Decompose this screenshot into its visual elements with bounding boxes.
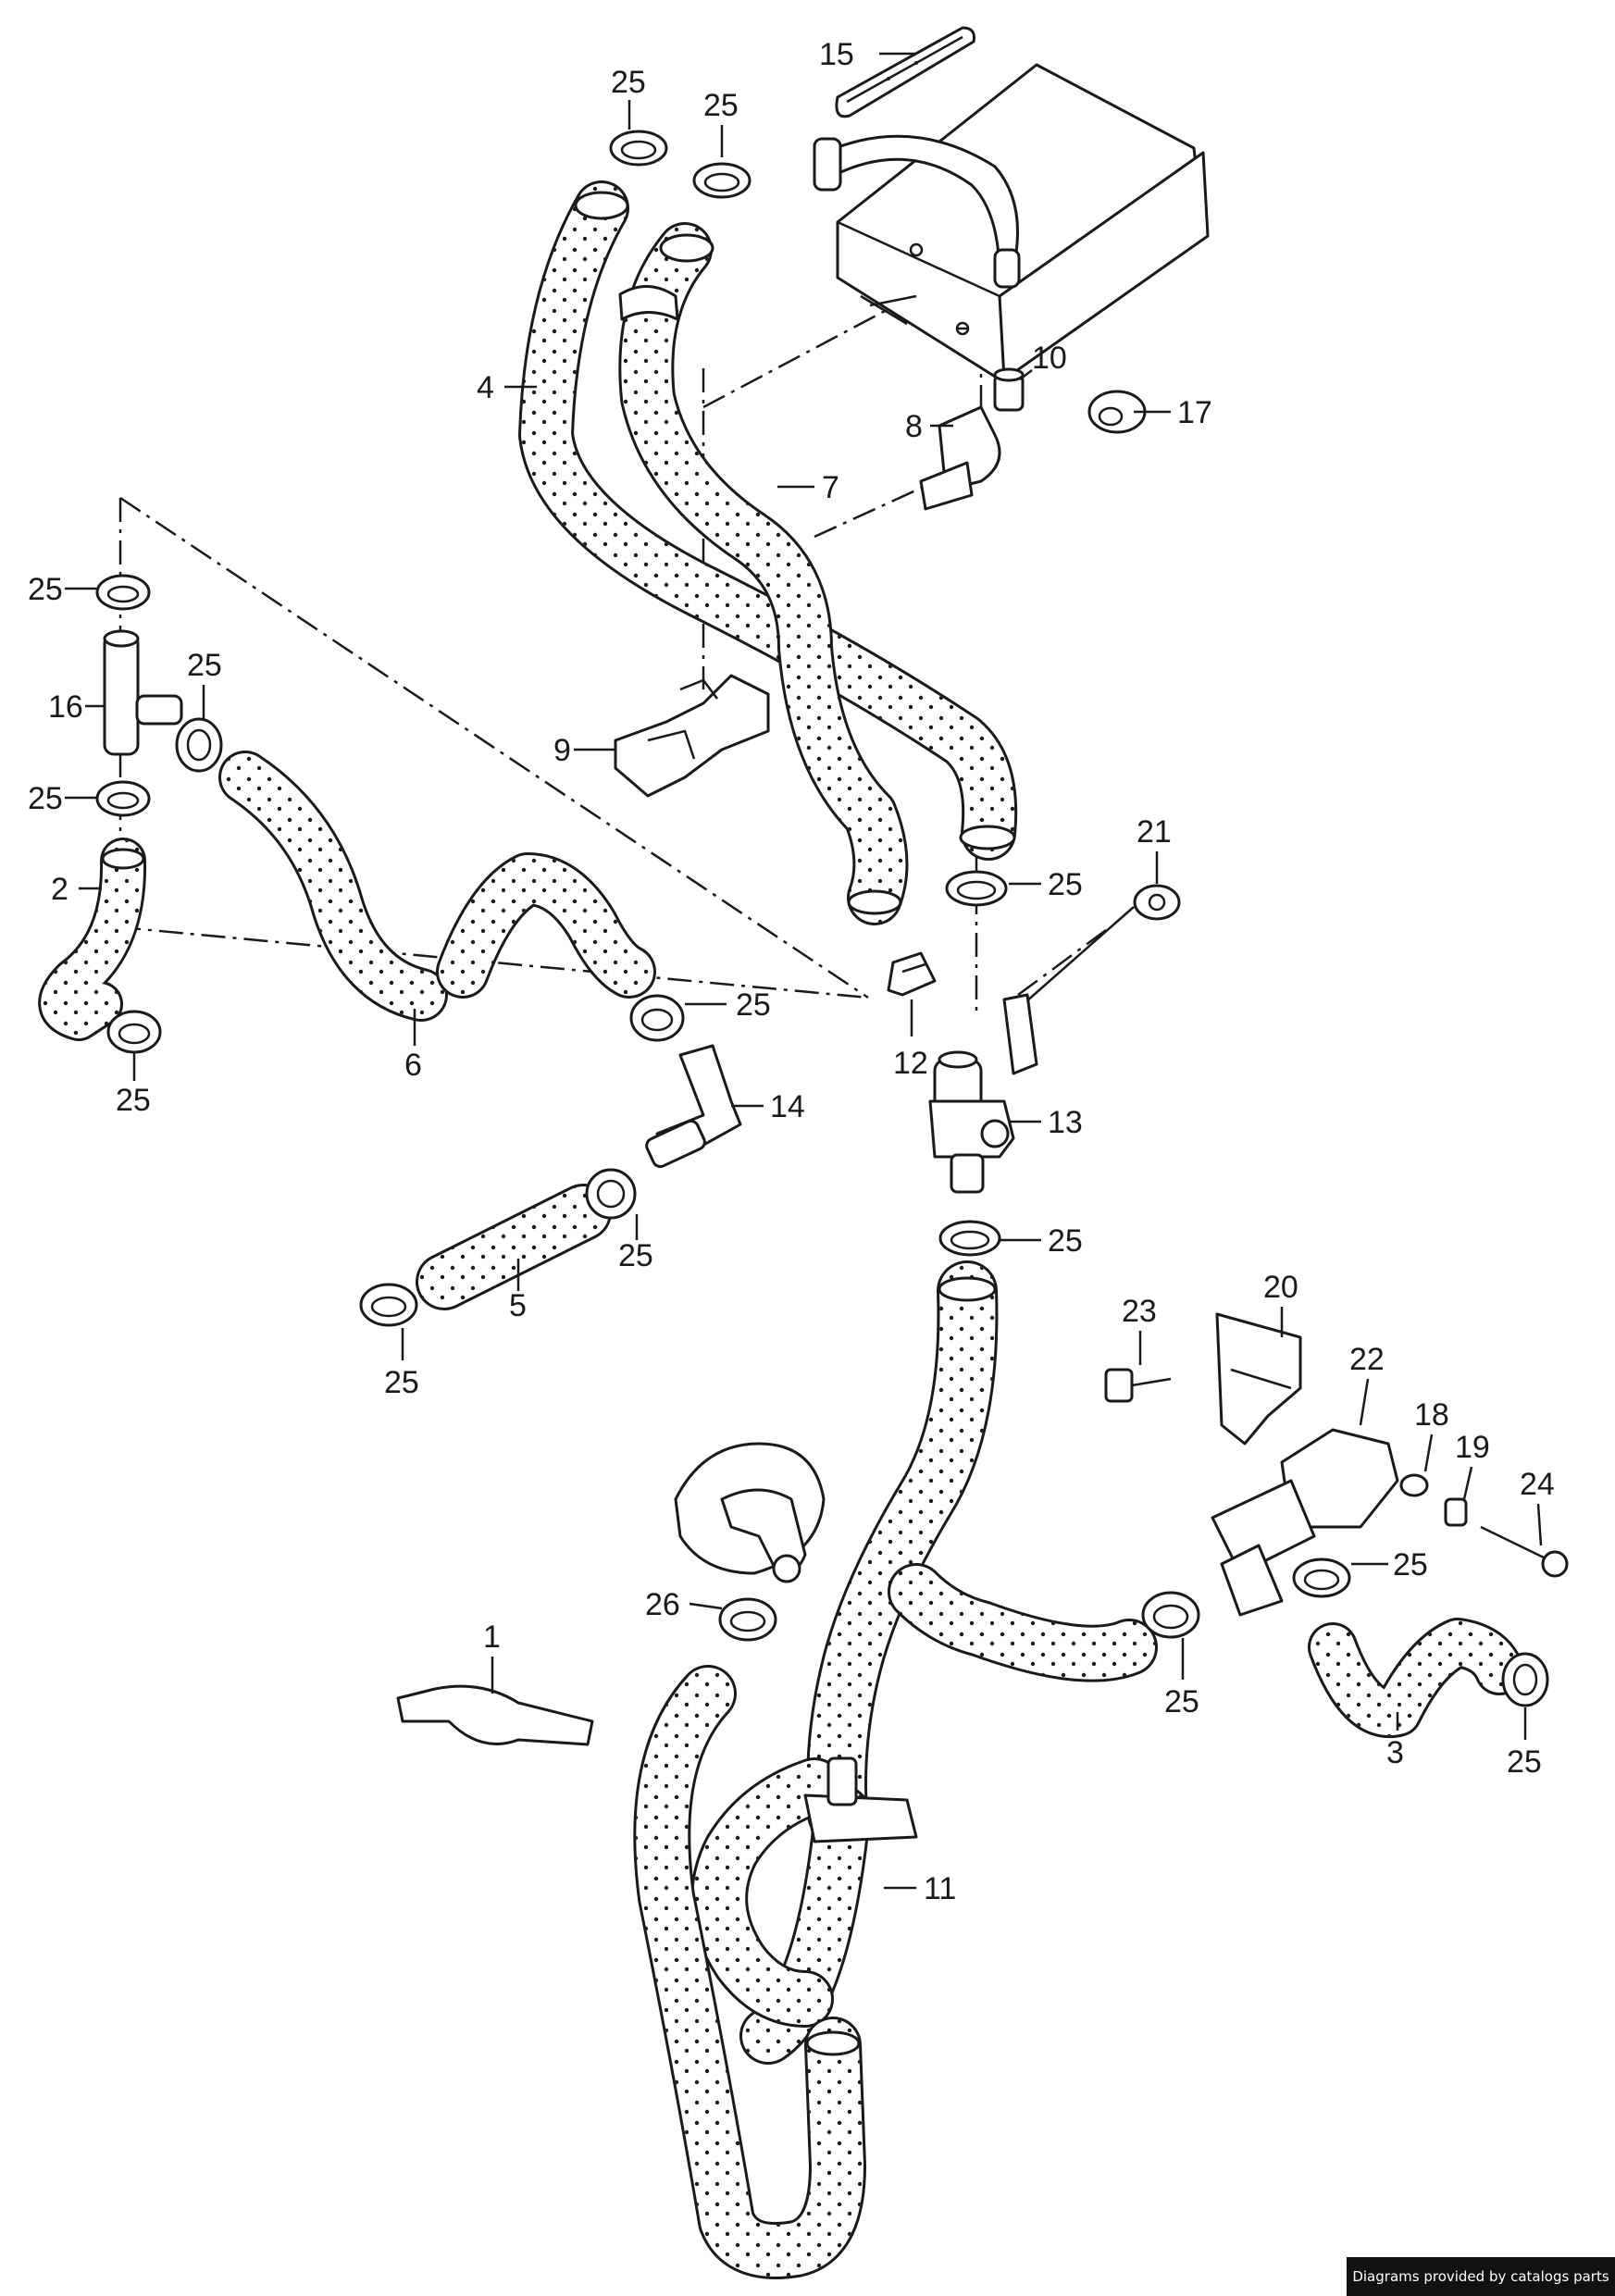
clamp <box>359 1283 418 1327</box>
part-21-cap <box>1133 884 1181 921</box>
callout-25: 25 <box>384 1365 419 1400</box>
callout-16: 16 <box>48 689 83 725</box>
callout-24: 24 <box>1520 1467 1555 1502</box>
part-7-hose <box>618 222 909 925</box>
clamp <box>1292 1558 1351 1598</box>
part-3-hose <box>1308 1618 1524 1739</box>
callout-25: 25 <box>1048 1223 1083 1259</box>
part-16-t-piece <box>103 629 183 756</box>
air-box-housing <box>813 63 1210 381</box>
part-22-solenoid-valve <box>1211 1428 1399 1617</box>
callout-23: 23 <box>1122 1294 1157 1329</box>
part-15-seal-strip <box>835 26 975 118</box>
callout-13: 13 <box>1048 1105 1083 1140</box>
callout-21: 21 <box>1137 814 1172 850</box>
callout-20: 20 <box>1263 1270 1298 1305</box>
callout-8: 8 <box>905 409 923 444</box>
callout-1: 1 <box>483 1620 501 1655</box>
callout-25: 25 <box>618 1238 653 1273</box>
callout-9: 9 <box>553 733 571 768</box>
clamp <box>692 162 752 199</box>
callout-2: 2 <box>51 872 68 907</box>
part-13-valve <box>928 1050 1015 1194</box>
clamp <box>175 717 223 773</box>
callout-11: 11 <box>924 1871 956 1906</box>
clamp <box>585 1168 637 1220</box>
callout-25: 25 <box>703 88 739 123</box>
clamp-26 <box>718 1597 777 1642</box>
part-11-valve-assembly <box>690 1756 918 2065</box>
callout-18: 18 <box>1414 1397 1449 1433</box>
clamp <box>95 780 151 817</box>
part-1-clip <box>396 1684 594 1746</box>
callout-6: 6 <box>404 1048 422 1083</box>
part-2-hose <box>38 838 147 1041</box>
cable-to-valve <box>1002 906 1135 1075</box>
part-6-hose <box>218 751 656 1022</box>
callout-10: 10 <box>1032 341 1067 376</box>
diagram-credit: Diagrams provided by catalogs parts <box>1347 2257 1615 2296</box>
part-23-bolt <box>1104 1368 1172 1403</box>
part-18-seal <box>1399 1473 1429 1497</box>
part-14-elbow <box>645 1044 742 1169</box>
clamp <box>95 574 151 611</box>
clamp <box>106 1010 162 1054</box>
callout-25: 25 <box>1393 1547 1428 1582</box>
callout-3: 3 <box>1386 1735 1404 1770</box>
callout-15: 15 <box>819 37 854 72</box>
callout-25: 25 <box>1164 1684 1199 1719</box>
callout-26: 26 <box>645 1587 680 1622</box>
callout-5: 5 <box>509 1288 527 1323</box>
clamps-25 <box>95 130 1549 1707</box>
part-5-hose <box>416 1184 612 1310</box>
part-24-screw <box>1480 1525 1569 1578</box>
part-8-bracket <box>919 405 1001 511</box>
callout-7: 7 <box>822 470 839 505</box>
callout-4: 4 <box>477 370 494 405</box>
callout-14: 14 <box>770 1089 805 1124</box>
part-9-bracket <box>614 674 770 798</box>
lower-u-hose <box>633 1665 866 2279</box>
clamp-hose-7 <box>618 285 679 321</box>
clamp <box>1141 1591 1200 1639</box>
clamp <box>938 1220 1001 1257</box>
callout-22: 22 <box>1349 1342 1385 1377</box>
callout-labels: 25 25 15 4 7 10 8 17 9 25 16 25 25 2 25 … <box>28 37 1555 1906</box>
part-10-grommet <box>993 367 1025 412</box>
callout-leaders <box>65 52 1543 1890</box>
part-20-bracket <box>1215 1312 1302 1446</box>
part-26-rubber-mount <box>674 1442 826 1583</box>
callout-19: 19 <box>1455 1430 1490 1465</box>
callout-25: 25 <box>28 781 63 816</box>
callout-25: 25 <box>736 987 771 1023</box>
callout-25: 25 <box>187 648 222 683</box>
callout-12: 12 <box>893 1046 928 1081</box>
part-12-clip <box>887 951 937 997</box>
clamp <box>629 994 685 1042</box>
main-lower-hose <box>806 1260 1158 1844</box>
part-19-washer <box>1444 1497 1468 1527</box>
callout-25: 25 <box>1048 867 1083 902</box>
clamp <box>609 130 668 167</box>
clamp <box>1501 1652 1549 1707</box>
callout-25: 25 <box>1507 1744 1542 1780</box>
callout-25: 25 <box>611 65 646 100</box>
clamp <box>945 870 1008 907</box>
callout-25: 25 <box>28 572 63 607</box>
callout-25: 25 <box>116 1083 151 1118</box>
part-4-hose <box>518 180 1018 861</box>
callout-17: 17 <box>1177 395 1212 430</box>
